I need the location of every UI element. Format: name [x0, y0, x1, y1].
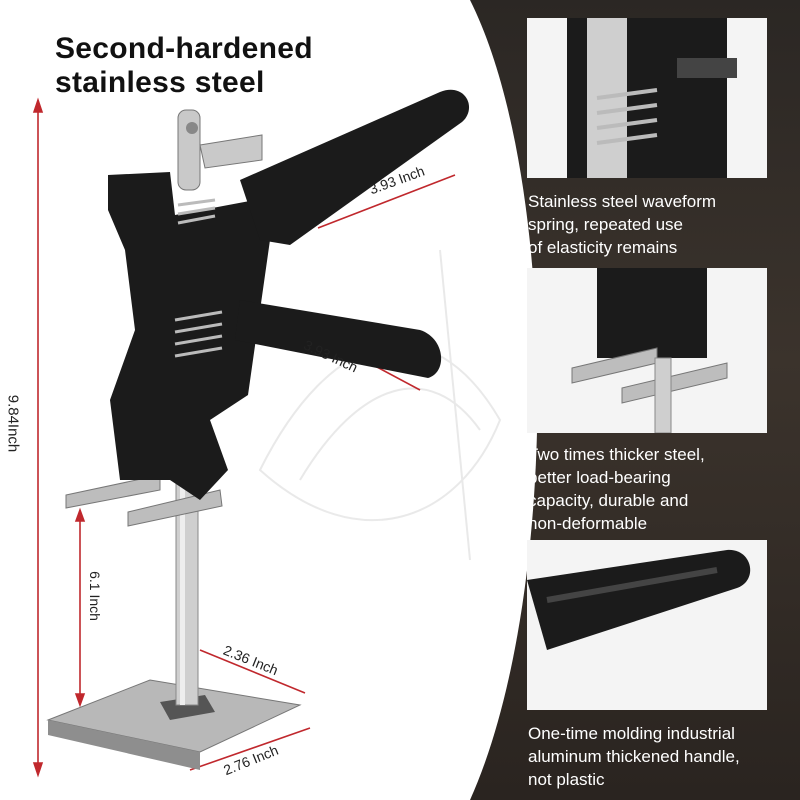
- feature-caption-spring: Stainless steel waveform spring, repeate…: [528, 190, 788, 259]
- detail-panel-spring: [527, 18, 767, 178]
- feature-1-line-3: of elasticity remains: [528, 238, 678, 257]
- feature-2-line-3: capacity, durable and: [528, 491, 689, 510]
- feature-2-line-4: non-deformable: [528, 514, 648, 533]
- feature-2-line-1: Two times thicker steel,: [528, 445, 705, 464]
- watermark-logo: [258, 249, 502, 561]
- base-length-line: [189, 727, 311, 771]
- title-line-2: stainless steel: [55, 66, 265, 99]
- handle-top-line: [317, 174, 456, 229]
- rod-length-label: 6.1 Inch: [86, 571, 103, 621]
- feature-3-line-2: aluminum thickened handle,: [528, 747, 740, 766]
- detail-panel-handle: [527, 540, 767, 710]
- tool-body: [108, 89, 470, 500]
- feature-caption-steel: Two times thicker steel, better load-bea…: [528, 443, 788, 535]
- base-plate: [46, 679, 302, 770]
- feature-1-line-2: spring, repeated use: [528, 215, 683, 234]
- springs: [174, 198, 223, 358]
- feature-1-line-1: Stainless steel waveform: [528, 192, 717, 211]
- feature-3-line-3: not plastic: [528, 770, 605, 789]
- feature-caption-handle: One-time molding industrial aluminum thi…: [528, 722, 788, 791]
- lower-handle: [235, 300, 442, 378]
- base-width-line: [199, 649, 306, 694]
- upper-handle: [240, 89, 470, 245]
- release-cam: [177, 109, 263, 191]
- height-total-label: 9.84Inch: [4, 394, 22, 453]
- detail-panel-steel: [527, 268, 767, 433]
- feature-3-line-1: One-time molding industrial: [528, 724, 735, 743]
- page-title: Second-hardened stainless steel: [55, 32, 313, 100]
- title-line-1: Second-hardened: [55, 32, 313, 65]
- feature-2-line-2: better load-bearing: [528, 468, 671, 487]
